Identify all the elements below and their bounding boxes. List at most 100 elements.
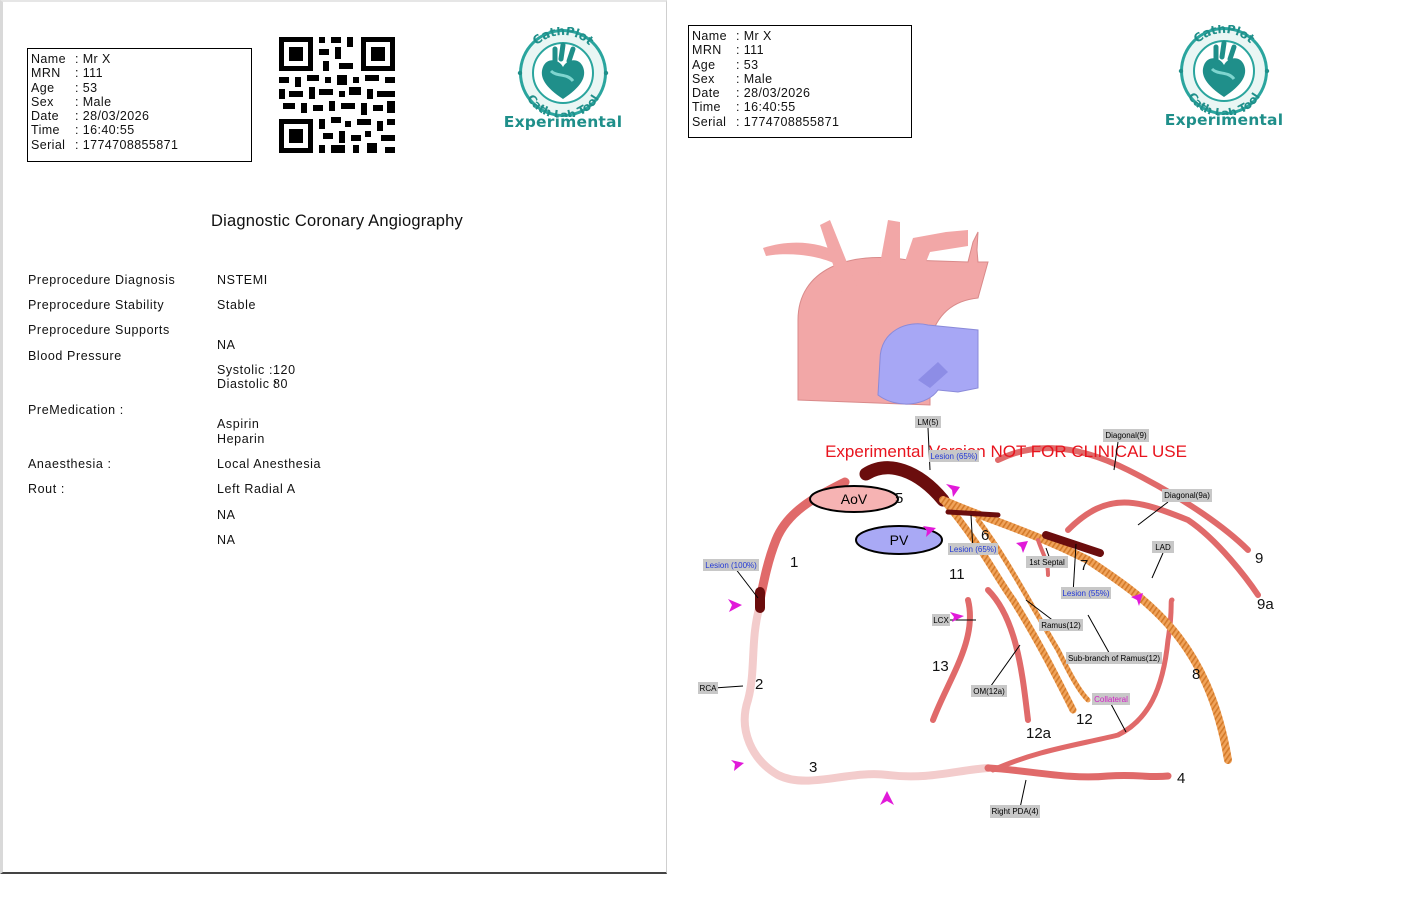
tag-first-septal: 1st Septal: [1026, 556, 1068, 568]
segment-number-11: 11: [949, 566, 965, 583]
arrow-marker-icon: [731, 760, 744, 771]
tag-collateral: Collateral: [1092, 693, 1130, 705]
tag-om: OM(12a): [971, 685, 1007, 697]
svg-text:LCX: LCX: [933, 616, 949, 625]
svg-text:RCA: RCA: [700, 684, 718, 693]
patient-row-age: Age: 53: [692, 57, 759, 72]
svg-text:Right PDA(4): Right PDA(4): [991, 807, 1038, 816]
tag-lesion-lcx: Lesion (65%): [948, 543, 998, 555]
vessel-rca-mid: [740, 601, 992, 785]
segment-number-6: 6: [981, 527, 989, 544]
patient-row-mrn: MRN: 111: [31, 66, 103, 81]
patient-row-name: Name: Mr X: [31, 52, 111, 66]
svg-text:Ramus(12): Ramus(12): [1041, 621, 1081, 630]
tag-lcx: LCX: [932, 614, 950, 626]
svg-text:Diagonal(9): Diagonal(9): [1105, 431, 1147, 440]
coronary-vessels: [740, 445, 1261, 785]
patient-row-date: Date: 28/03/2026: [692, 86, 811, 101]
vessel-diagonal-9a: [1065, 499, 1261, 598]
svg-text:LM(5): LM(5): [918, 418, 939, 427]
segment-number-2: 2: [755, 676, 763, 693]
arrow-marker-icon: [923, 526, 936, 537]
segment-number-4: 4: [1177, 770, 1185, 787]
svg-text:Collateral: Collateral: [1094, 695, 1128, 704]
tag-right-pda: Right PDA(4): [990, 805, 1040, 818]
patient-info-box: Name: Mr X MRN: 111 Age: 53 Sex: Male Da…: [27, 48, 252, 162]
qr-code: [277, 35, 397, 155]
lesion-lcx: [945, 509, 1001, 518]
report-title: Diagnostic Coronary Angiography: [211, 212, 464, 230]
svg-text:Sub-branch of Ramus(12): Sub-branch of Ramus(12): [1068, 654, 1160, 663]
aov-marker: AoV: [809, 485, 899, 513]
patient-row-mrn: MRN: 111: [692, 43, 764, 58]
value-blood-pressure: Systolic :120 Diastolic :80: [217, 363, 296, 391]
value-premed-heparin: Heparin: [217, 432, 265, 446]
tag-lesion-lad: Lesion (55%): [1061, 587, 1111, 599]
value-preprocedure-stability: Stable: [217, 298, 257, 312]
vessel-branch-13: [930, 597, 973, 723]
arrow-markers: [728, 484, 1143, 805]
heart-icon: [1202, 40, 1246, 97]
value-extra-2: NA: [217, 533, 236, 547]
vessel-lm: [859, 461, 950, 507]
value-preprocedure-diagnosis: NSTEMI: [217, 273, 268, 287]
arrow-marker-icon: [1131, 593, 1143, 606]
patient-info-box-right: Name: Mr X MRN: 111 Age: 53 Sex: Male Da…: [688, 25, 912, 138]
tag-diagonal-9: Diagonal(9): [1103, 429, 1149, 442]
patient-row-sex: Sex: Male: [31, 94, 112, 109]
arrow-marker-icon: [728, 599, 742, 612]
patient-row-sex: Sex: Male: [692, 71, 773, 86]
segment-number-13: 13: [932, 658, 949, 675]
value-preprocedure-supports: NA: [217, 338, 236, 352]
svg-text:LAD: LAD: [1155, 543, 1171, 552]
vessel-rca-distal: [984, 764, 1172, 781]
logo-experimental-tag: Experimental: [1164, 111, 1284, 129]
lesion-lad: [1042, 531, 1104, 557]
patient-row-serial: Serial: 1774708855871: [692, 114, 840, 129]
segment-number-8: 8: [1192, 666, 1200, 683]
segment-number-7: 7: [1080, 557, 1088, 574]
label-preprocedure-diagnosis: Preprocedure Diagnosis: [28, 273, 176, 287]
label-blood-pressure: Blood Pressure: [28, 349, 122, 363]
segment-number-12a: 12a: [1026, 725, 1052, 742]
arrow-marker-icon: [946, 484, 960, 497]
tag-rca: RCA: [698, 682, 718, 694]
patient-row-age: Age: 53: [31, 80, 98, 95]
vessel-lad: [939, 496, 1232, 764]
tag-ramus: Ramus(12): [1039, 619, 1083, 631]
svg-text:AoV: AoV: [841, 491, 868, 507]
vessel-ramus: [975, 517, 1091, 703]
vessel-pda: [990, 597, 1175, 773]
patient-row-time: Time: 16:40:55: [692, 100, 796, 115]
arrow-marker-icon: [950, 612, 964, 622]
cathplot-logo-badge: CathPlot Cath Lab Tool: [517, 24, 609, 122]
tag-sub-branch-ramus: Sub-branch of Ramus(12): [1066, 652, 1162, 664]
value-premed-aspirin: Aspirin: [217, 417, 260, 431]
segment-number-9: 9: [1255, 550, 1263, 567]
label-anaesthesia: Anaesthesia :: [28, 457, 112, 471]
segment-number-9a: 9a: [1257, 596, 1274, 613]
patient-row-date: Date: 28/03/2026: [31, 109, 150, 124]
segment-number-3: 3: [809, 759, 817, 776]
value-route: Left Radial A: [217, 482, 296, 496]
value-extra-1: NA: [217, 508, 236, 522]
heart-icon: [541, 42, 585, 99]
patient-row-name: Name: Mr X: [692, 29, 772, 43]
tag-lad: LAD: [1152, 541, 1174, 553]
svg-text:Diagonal(9a): Diagonal(9a): [1164, 491, 1210, 500]
svg-text:1st Septal: 1st Septal: [1029, 558, 1065, 567]
watermark: Experimental Version NOT FOR CLINICAL US…: [825, 442, 1187, 461]
aorta-illustration: [763, 220, 989, 406]
vessel-om: [985, 587, 1031, 723]
segment-number-12: 12: [1076, 711, 1093, 728]
svg-text:OM(12a): OM(12a): [973, 687, 1005, 696]
patient-row-serial: Serial: 1774708855871: [31, 137, 179, 152]
arrow-marker-icon: [880, 791, 894, 805]
logo-experimental-tag: Experimental: [503, 113, 623, 131]
cathplot-logo: CathPlot Cath Lab Tool Experimental: [503, 24, 623, 142]
cathplot-logo-right: CathPlot Cath Lab Tool Experimental: [1164, 22, 1284, 140]
pv-marker: PV: [855, 525, 943, 555]
value-anaesthesia: Local Anesthesia: [217, 457, 322, 471]
label-premedication: PreMedication :: [28, 403, 124, 417]
report-page-left: Name: Mr X MRN: 111 Age: 53 Sex: Male Da…: [0, 0, 667, 874]
